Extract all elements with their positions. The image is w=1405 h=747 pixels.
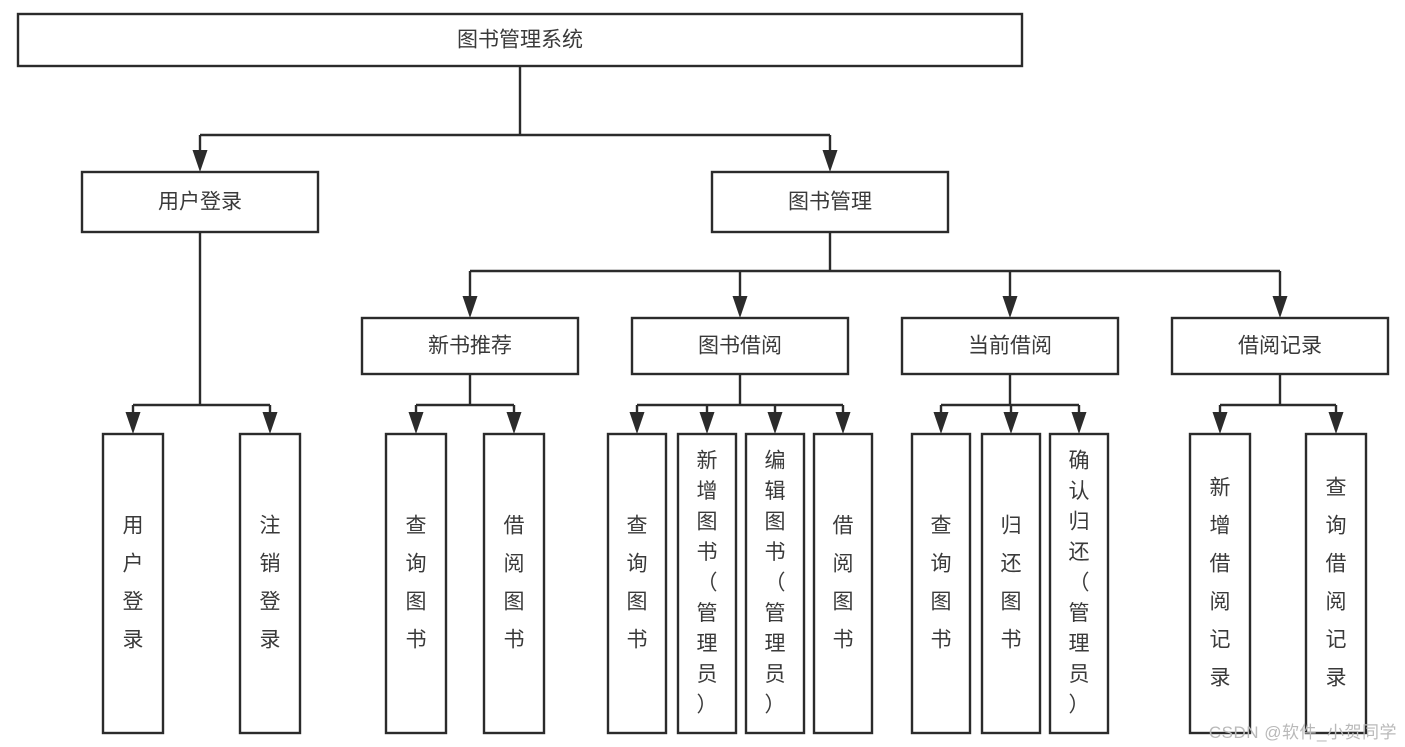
arrow-head-icon — [732, 296, 748, 318]
node-l1_0[interactable]: 用户登录 — [80, 170, 320, 234]
node-box[interactable] — [900, 316, 1120, 376]
node-leaf_5[interactable]: 新增图书（管理员） — [676, 432, 738, 735]
arrow-head-icon — [835, 412, 851, 434]
arrow-head-icon — [1071, 412, 1087, 434]
node-leaf_7[interactable]: 借阅图书 — [812, 432, 874, 735]
node-label: 图书管理系统 — [457, 29, 583, 52]
node-label: 确认归还（管理员） — [1069, 449, 1090, 716]
node-box[interactable] — [384, 432, 448, 735]
node-box[interactable] — [80, 170, 320, 234]
node-leaf_9[interactable]: 归还图书 — [980, 432, 1042, 735]
node-l2_1[interactable]: 图书借阅 — [630, 316, 850, 376]
node-box[interactable] — [482, 432, 546, 735]
node-label: 用户登录 — [158, 191, 242, 214]
arrow-head-icon — [462, 296, 478, 318]
node-box[interactable] — [1188, 432, 1252, 735]
arrow-head-icon — [1002, 296, 1018, 318]
arrow-head-icon — [125, 412, 141, 434]
node-box[interactable] — [812, 432, 874, 735]
node-box[interactable] — [710, 170, 950, 234]
node-label: 归还图书 — [1001, 514, 1022, 651]
node-label: 借阅图书 — [833, 514, 854, 651]
node-box[interactable] — [101, 432, 165, 735]
node-box[interactable] — [1048, 432, 1110, 735]
connector-group — [1212, 374, 1344, 434]
node-leaf_6[interactable]: 编辑图书（管理员） — [744, 432, 806, 735]
arrow-head-icon — [629, 412, 645, 434]
node-leaf_3[interactable]: 借阅图书 — [482, 432, 546, 735]
nodes-layer: 图书管理系统用户登录图书管理新书推荐图书借阅当前借阅借阅记录用户登录注销登录查询… — [16, 12, 1390, 735]
node-label: 借阅记录 — [1238, 335, 1322, 358]
node-leaf_11[interactable]: 新增借阅记录 — [1188, 432, 1252, 735]
node-label: 新增图书（管理员） — [697, 449, 718, 716]
arrow-head-icon — [262, 412, 278, 434]
node-box[interactable] — [1304, 432, 1368, 735]
node-box[interactable] — [630, 316, 850, 376]
arrow-head-icon — [933, 412, 949, 434]
arrow-head-icon — [699, 412, 715, 434]
node-box[interactable] — [1170, 316, 1390, 376]
arrow-head-icon — [1272, 296, 1288, 318]
node-leaf_12[interactable]: 查询借阅记录 — [1304, 432, 1368, 735]
node-label: 查询借阅记录 — [1326, 476, 1347, 689]
connector-group — [408, 374, 522, 434]
node-leaf_8[interactable]: 查询图书 — [910, 432, 972, 735]
node-box[interactable] — [744, 432, 806, 735]
node-leaf_10[interactable]: 确认归还（管理员） — [1048, 432, 1110, 735]
arrow-head-icon — [1212, 412, 1228, 434]
node-l2_0[interactable]: 新书推荐 — [360, 316, 580, 376]
arrow-head-icon — [1328, 412, 1344, 434]
node-label: 查询图书 — [627, 514, 648, 651]
arrow-head-icon — [408, 412, 424, 434]
node-label: 查询图书 — [406, 514, 427, 651]
node-label: 图书借阅 — [698, 335, 782, 358]
node-label: 编辑图书（管理员） — [765, 449, 786, 716]
node-label: 用户登录 — [123, 514, 144, 651]
arrow-head-icon — [1003, 412, 1019, 434]
node-box[interactable] — [360, 316, 580, 376]
node-label: 当前借阅 — [968, 335, 1052, 358]
connector-group — [125, 232, 278, 434]
node-box[interactable] — [910, 432, 972, 735]
node-box[interactable] — [238, 432, 302, 735]
node-leaf_4[interactable]: 查询图书 — [606, 432, 668, 735]
node-box[interactable] — [676, 432, 738, 735]
node-label: 图书管理 — [788, 191, 872, 214]
node-l1_1[interactable]: 图书管理 — [710, 170, 950, 234]
connector-group — [192, 66, 838, 172]
node-label: 注销登录 — [260, 514, 281, 651]
node-root[interactable]: 图书管理系统 — [16, 12, 1024, 68]
node-box[interactable] — [980, 432, 1042, 735]
connector-group — [629, 374, 851, 434]
node-leaf_1[interactable]: 注销登录 — [238, 432, 302, 735]
arrow-head-icon — [767, 412, 783, 434]
connector-group — [462, 232, 1288, 318]
node-label: 借阅图书 — [504, 514, 525, 651]
node-l2_2[interactable]: 当前借阅 — [900, 316, 1120, 376]
connector-group — [933, 374, 1087, 434]
connectors-layer — [125, 66, 1344, 434]
arrow-head-icon — [192, 150, 208, 172]
node-l2_3[interactable]: 借阅记录 — [1170, 316, 1390, 376]
node-box[interactable] — [606, 432, 668, 735]
arrow-head-icon — [506, 412, 522, 434]
node-label: 新书推荐 — [428, 335, 512, 358]
node-leaf_2[interactable]: 查询图书 — [384, 432, 448, 735]
node-label: 查询图书 — [931, 514, 952, 651]
node-leaf_0[interactable]: 用户登录 — [101, 432, 165, 735]
node-box[interactable] — [16, 12, 1024, 68]
node-label: 新增借阅记录 — [1210, 476, 1231, 689]
arrow-head-icon — [822, 150, 838, 172]
